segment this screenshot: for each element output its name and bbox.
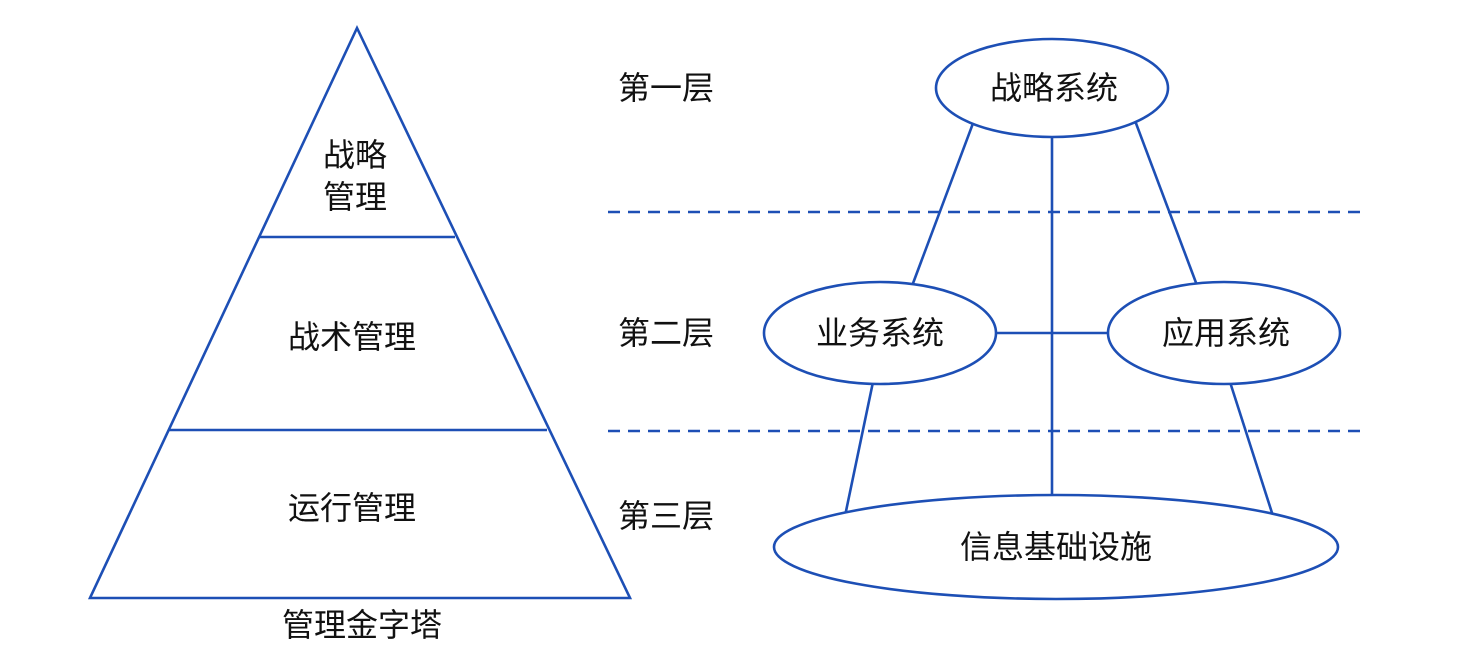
connector-application-infra xyxy=(1228,381,1275,517)
strategy-system-label: 战略系统 xyxy=(990,69,1118,107)
pyramid-top-line2: 管理 xyxy=(323,178,387,216)
application-system-label: 应用系统 xyxy=(1162,314,1290,352)
business-system-node: 业务系统 xyxy=(762,280,998,386)
pyramid-middle-label: 战术管理 xyxy=(288,318,416,356)
pyramid-bottom-label: 运行管理 xyxy=(288,489,416,527)
infrastructure-ellipse xyxy=(772,493,1340,601)
business-system-label: 业务系统 xyxy=(816,314,944,352)
infrastructure-node: 信息基础设施 xyxy=(772,493,1340,601)
infrastructure-label: 信息基础设施 xyxy=(960,528,1152,566)
application-system-node: 应用系统 xyxy=(1106,280,1342,386)
layer-3-label: 第三层 xyxy=(618,497,714,535)
layer-labels: 第一层 第二层 第三层 xyxy=(618,69,714,535)
application-system-ellipse xyxy=(1106,280,1342,386)
strategy-system-ellipse xyxy=(934,37,1170,139)
pyramid-caption: 管理金字塔 xyxy=(282,606,442,644)
pyramid-outline xyxy=(87,24,633,600)
system-connectors xyxy=(843,117,1275,517)
management-pyramid: 战略 管理 战术管理 运行管理 管理金字塔 xyxy=(87,24,633,644)
layer-2-label: 第二层 xyxy=(618,314,714,352)
connector-strategy-left xyxy=(910,117,977,287)
business-system-ellipse xyxy=(762,280,998,386)
pyramid-top-line1: 战略 xyxy=(323,136,387,174)
connector-business-infra xyxy=(843,381,875,517)
strategy-system-node: 战略系统 xyxy=(934,37,1170,139)
layer-1-label: 第一层 xyxy=(618,69,714,107)
connector-strategy-right xyxy=(1132,117,1200,289)
